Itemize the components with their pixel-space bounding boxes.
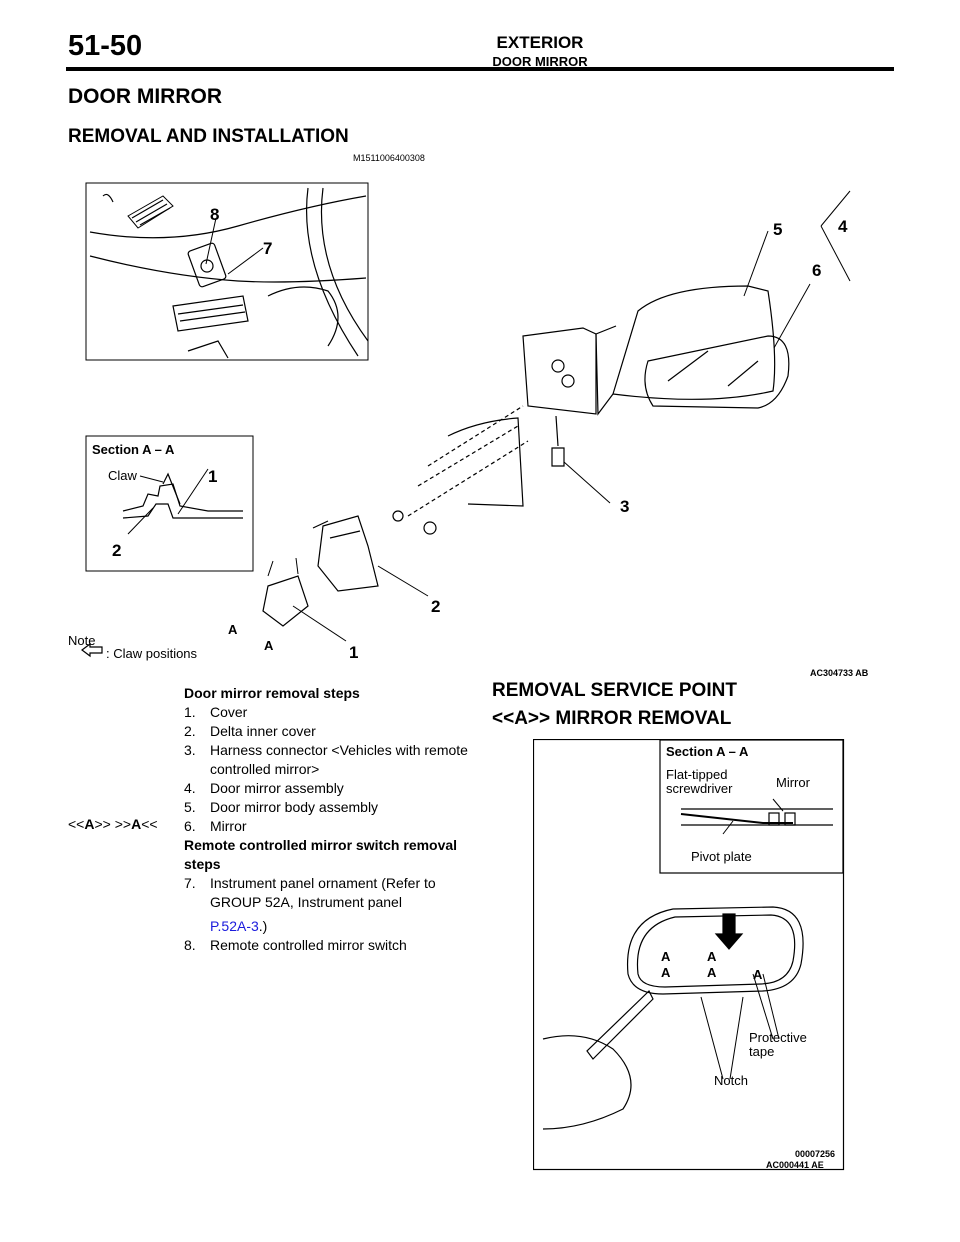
step-item: 2.Delta inner cover: [184, 723, 316, 739]
mirror-assembly-illustration: [262, 285, 790, 627]
door-mirror-exploded-diagram: 8 7 5 4 6 3 2 1 1 2 Section A – A Claw N…: [68, 182, 869, 676]
step-item: 5.Door mirror body assembly: [184, 799, 379, 815]
page-number: 51-50: [68, 30, 143, 62]
mirror-label: Mirror: [776, 775, 811, 790]
callout-3: 3: [620, 497, 629, 516]
protective-label: Protective: [749, 1030, 807, 1045]
step-item: 3.Harness connector <Vehicles with remot…: [184, 742, 468, 777]
mirror-removal-diagram: Section A – A Flat-tipped screwdriver Mi…: [533, 739, 845, 1171]
figure2-code-1: 00007256: [795, 1149, 835, 1159]
page-subtitle: REMOVAL AND INSTALLATION: [68, 126, 349, 147]
figure2-code-2: AC000441 AE: [766, 1160, 824, 1170]
dashboard-illustration: [89, 187, 369, 359]
pivot-plate-label: Pivot plate: [691, 849, 752, 864]
notch-label: Notch: [714, 1073, 748, 1088]
callout-4: 4: [838, 217, 848, 236]
flat-tipped-label: Flat-tipped: [666, 767, 727, 782]
service-point-subtitle: <<A>> MIRROR REMOVAL: [492, 708, 732, 729]
callout-8: 8: [210, 205, 219, 224]
letter-a-5: A: [753, 967, 763, 982]
steps-heading-2: Remote controlled mirror switch removal …: [184, 837, 458, 872]
service-point-title: REMOVAL SERVICE POINT: [492, 680, 737, 701]
section-label-2: Section A – A: [666, 744, 749, 759]
callout-1-section: 1: [208, 467, 217, 486]
subsection-title: DOOR MIRROR: [492, 54, 588, 69]
page-title: DOOR MIRROR: [68, 85, 222, 108]
callout-6: 6: [812, 261, 821, 280]
section-title: EXTERIOR: [496, 33, 584, 52]
section-inset: [85, 435, 254, 572]
doc-code: M1511006400308: [353, 153, 425, 163]
claw-arrow-icon: [81, 642, 103, 658]
step6-service-reference: <<A>> >>A<<: [68, 816, 158, 832]
note-label: Note: [68, 633, 95, 648]
section-inset-2: [659, 739, 844, 874]
figure1-code: AC304733 AB: [810, 668, 869, 676]
letter-a-2: A: [661, 965, 671, 980]
steps-heading-1: Door mirror removal steps: [184, 685, 360, 701]
step-ref-link[interactable]: P.52A-3: [210, 918, 259, 934]
letter-a-4: A: [707, 965, 717, 980]
claw-section-illustration: [122, 472, 243, 519]
callout-5: 5: [773, 220, 782, 239]
callout-2: 2: [431, 597, 440, 616]
callout-2-section: 2: [112, 541, 121, 560]
header-rule: [66, 67, 894, 71]
mirror-glass-illustration: [542, 906, 804, 1130]
claw-label: Claw: [108, 468, 138, 483]
figure2-leaders: [700, 973, 780, 1080]
section-label: Section A – A: [92, 442, 175, 457]
callout-leaders: [127, 190, 851, 642]
callout-7: 7: [263, 239, 272, 258]
screwdriver-label: screwdriver: [666, 781, 733, 796]
section-letter-a1: A: [228, 622, 238, 637]
step-item: 8.Remote controlled mirror switch: [184, 937, 407, 953]
dashboard-inset: [85, 182, 369, 361]
removal-steps: Door mirror removal steps 1.Cover 2.Delt…: [184, 684, 474, 955]
step-item: 4.Door mirror assembly: [184, 780, 344, 796]
claw-positions-label: : Claw positions: [106, 646, 198, 661]
section-letter-a2: A: [264, 638, 274, 653]
step-ref-line: P.52A-3.): [210, 918, 268, 934]
step-item: 7.Instrument panel ornament (Refer to GR…: [184, 875, 436, 910]
letter-a-3: A: [707, 949, 717, 964]
figure2-frame: [533, 739, 845, 1171]
step-item: 1.Cover: [184, 704, 248, 720]
step-item: 6.Mirror: [184, 818, 247, 834]
pivot-plate-section: [680, 798, 833, 835]
callout-1: 1: [349, 643, 358, 662]
letter-a-1: A: [661, 949, 671, 964]
tape-label: tape: [749, 1044, 774, 1059]
